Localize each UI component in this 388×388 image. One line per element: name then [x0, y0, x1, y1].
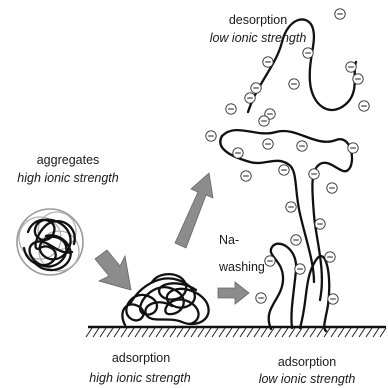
washing-label-line2: washing: [218, 260, 265, 274]
substrate-surface: [86, 327, 386, 337]
negative-charge-icon: [289, 79, 299, 89]
negative-charge-icon: [359, 101, 369, 111]
negative-charge-icon: [286, 202, 296, 212]
adsorbed-coil-high-salt: [122, 274, 208, 325]
negative-charge-icon: [279, 165, 289, 175]
negative-charge-icon: [265, 256, 275, 266]
negative-charge-icon: [346, 62, 356, 72]
aggregates-label: aggregates: [37, 153, 100, 167]
negative-charge-icon: [206, 131, 216, 141]
negative-charge-icon: [315, 219, 325, 229]
negative-charge-icon: [295, 264, 305, 274]
negative-charge-icon: [348, 143, 358, 153]
washing-label-line1: Na-: [219, 233, 239, 247]
adsorption-right-label: adsorption: [278, 355, 336, 369]
desorption-label: desorption: [229, 13, 287, 27]
aggregate-coil: [17, 209, 83, 275]
negative-charge-icon: [259, 116, 269, 126]
negative-charge-icon: [263, 139, 273, 149]
negative-charge-icon: [245, 93, 255, 103]
negative-charge-icon: [233, 148, 243, 158]
negative-charge-icon: [241, 171, 251, 181]
negative-charge-icon: [327, 183, 337, 193]
negative-charge-icon: [328, 294, 338, 304]
negative-charge-icon: [251, 83, 261, 93]
negative-charge-icon: [325, 252, 335, 262]
desorption-condition-label: low ionic strength: [210, 31, 307, 45]
arrow-to-desorption: [175, 173, 213, 248]
arrow-to-surface: [95, 250, 131, 290]
negative-charge-icon: [226, 104, 236, 114]
negative-charge-icon: [297, 141, 307, 151]
adsorption-left-condition-label: high ionic strength: [89, 371, 191, 385]
negative-charge-icon: [291, 235, 301, 245]
negative-charge-icon: [303, 48, 313, 58]
negative-charge-icon: [353, 74, 363, 84]
arrow-washing: [218, 282, 249, 304]
negative-charge-icon: [263, 57, 273, 67]
adsorption-left-label: adsorption: [112, 351, 170, 365]
aggregates-condition-label: high ionic strength: [17, 171, 119, 185]
negative-charge-icon: [335, 9, 345, 19]
negative-charge-icon: [309, 169, 319, 179]
desorbed-chains: [220, 19, 356, 300]
adsorption-right-condition-label: low ionic strength: [259, 372, 356, 386]
negative-charge-icon: [256, 293, 266, 303]
